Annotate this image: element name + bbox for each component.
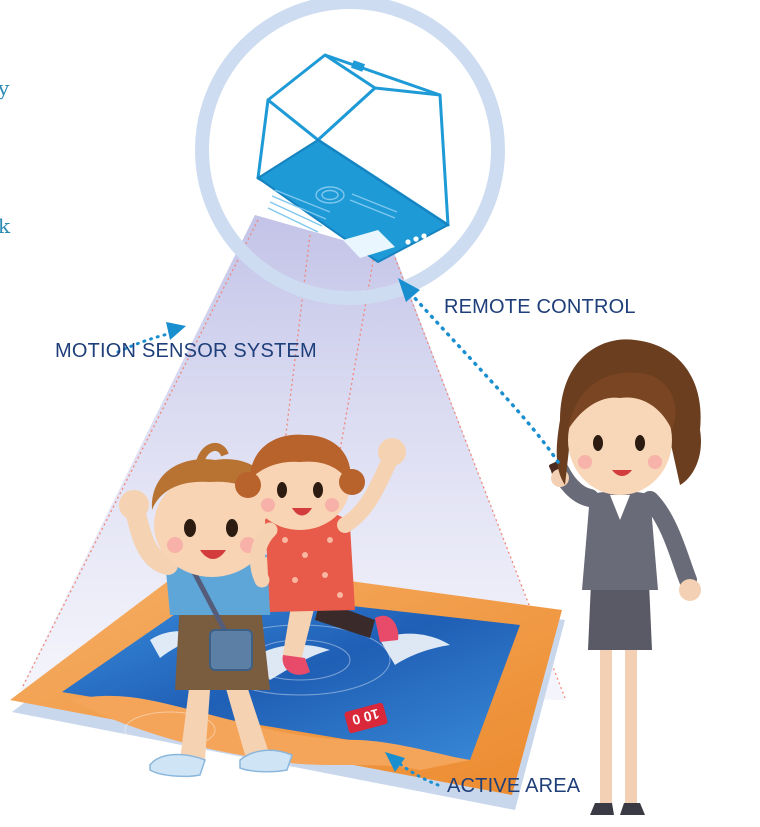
scoreboard-value: 10 0 xyxy=(350,706,381,729)
active-area-arrow xyxy=(385,752,440,787)
active-area-label: ACTIVE AREA xyxy=(447,775,581,797)
scoreboard: 10 0 xyxy=(344,702,388,734)
girl-figure xyxy=(235,434,406,675)
cut-off-text-fragment-2: k xyxy=(0,214,11,238)
woman-figure xyxy=(549,339,701,815)
projector-icon xyxy=(256,53,450,264)
boy-figure xyxy=(119,443,313,778)
interactive-floor-mat: 10 0 xyxy=(10,560,565,810)
motion-sensor-arrow xyxy=(116,322,186,354)
projector-highlight-ring xyxy=(195,0,505,305)
remote-control-label: REMOTE CONTROL xyxy=(444,296,636,318)
cut-off-text-fragment-1: y xyxy=(0,76,10,100)
motion-sensor-system-label: MOTION SENSOR SYSTEM xyxy=(55,340,317,362)
remote-control-arrow xyxy=(398,278,560,464)
projector-lens xyxy=(343,230,395,258)
